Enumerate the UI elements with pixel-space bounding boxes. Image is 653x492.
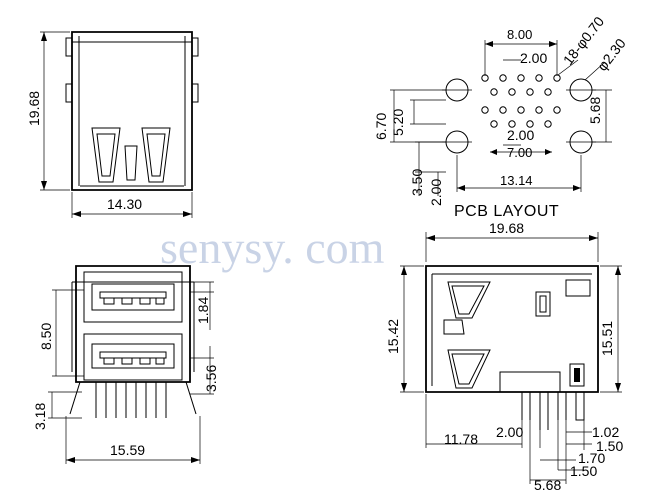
dim-2-00-bottom: 2.00 (428, 179, 444, 206)
pin-hole (490, 88, 498, 96)
dim-11-78: 11.78 (444, 431, 478, 447)
watermark: senysy. com (160, 222, 385, 273)
pin-hole (535, 106, 543, 114)
pin-hole (544, 120, 552, 128)
dim-3-50: 3.50 (409, 169, 425, 196)
pin-hole (526, 88, 534, 96)
pcb-layout: 8.00 2.00 18-φ0.70 φ2.30 6.70 5.20 5.68 … (373, 13, 629, 220)
dim-7-00: 7.00 (507, 145, 532, 160)
pin-hole (517, 106, 525, 114)
dim-19-68: 19.68 (489, 220, 524, 236)
pin-hole (526, 120, 534, 128)
dim-15-51: 15.51 (599, 321, 615, 356)
pin-hole (490, 120, 498, 128)
pin-hole (499, 106, 507, 114)
dim-1-02: 1.02 (592, 424, 619, 440)
top-view: 19.68 14.30 (26, 31, 199, 218)
dim-13-14: 13.14 (500, 173, 533, 188)
dim-1-84: 1.84 (195, 297, 211, 324)
side-view: 19.68 15.42 15.51 11.78 2.00 1.02 1.50 1… (385, 220, 623, 492)
dim-mount-holes: φ2.30 (594, 35, 629, 74)
pin-hole (499, 74, 507, 82)
pin-hole (517, 74, 525, 82)
dim-8-00: 8.00 (507, 27, 532, 42)
front-view: 8.50 1.84 3.56 3.18 15.59 (32, 265, 219, 464)
pin-hole (508, 120, 516, 128)
pin-hole (544, 88, 552, 96)
dim-1-50-b: 1.50 (570, 463, 597, 479)
dim-6-70: 6.70 (373, 113, 389, 140)
dim-1-70: 1.70 (578, 450, 605, 466)
pin-hole (508, 88, 516, 96)
dim-2-00-side: 2.00 (496, 424, 523, 440)
dim-5-20: 5.20 (390, 109, 406, 136)
pin-hole (481, 106, 489, 114)
pin-hole (535, 74, 543, 82)
top-view-width-dim: 14.30 (107, 196, 142, 212)
dim-2-00-top: 2.00 (520, 50, 547, 66)
dim-3-56: 3.56 (203, 365, 219, 392)
pcb-layout-title: PCB LAYOUT (454, 203, 559, 220)
dim-3-18: 3.18 (32, 403, 48, 430)
pcb-pin-holes (481, 74, 561, 128)
dim-2-00-mid: 2.00 (507, 127, 534, 143)
pin-hole (553, 106, 561, 114)
dim-1-50-a: 1.50 (596, 438, 623, 454)
dim-5-68-side: 5.68 (534, 477, 561, 492)
dim-15-59: 15.59 (110, 442, 145, 458)
dim-15-42: 15.42 (385, 319, 401, 354)
dim-8-50: 8.50 (38, 323, 54, 350)
top-view-height-dim: 19.68 (26, 91, 42, 126)
dim-5-68: 5.68 (587, 97, 603, 124)
